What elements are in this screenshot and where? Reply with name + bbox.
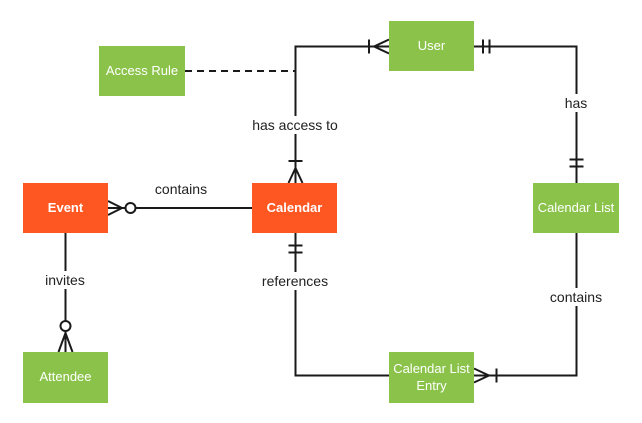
entity-calendar: Calendar (252, 183, 337, 233)
entity-event: Event (23, 183, 108, 233)
connector-user-has-calendar-list (474, 39, 584, 183)
exactly-one-bars-icon (482, 39, 491, 54)
exactly-one-bars-icon (288, 244, 303, 254)
crows-foot-many-icon (287, 167, 304, 184)
exactly-one-bars-icon (569, 158, 584, 168)
relationship-label-has: has (560, 94, 592, 112)
entity-user: User (389, 21, 474, 71)
relationship-label-contains-list: contains (545, 288, 607, 306)
crows-foot-many-icon (57, 332, 74, 353)
relationship-label-references: references (257, 272, 333, 290)
connector-line (294, 45, 389, 183)
relationship-label-contains-event: contains (150, 180, 212, 198)
connector-calendar-contains-event (107, 200, 252, 216)
zero-circle-icon (59, 320, 72, 332)
entity-attendee: Attendee (23, 352, 108, 403)
connector-line (474, 45, 578, 183)
entity-user-label: User (417, 37, 446, 53)
connector-calendar-list-contains-entry (473, 233, 578, 384)
entity-access-rule: Access Rule (99, 46, 185, 96)
crows-foot-many-icon (473, 367, 490, 384)
connector-calendar-references-entry (288, 233, 389, 377)
connector-line (294, 233, 389, 377)
entity-calendar-list: Calendar List (533, 183, 619, 233)
crows-foot-many-icon (107, 200, 123, 216)
connector-event-invites-attendee (57, 233, 74, 353)
zero-circle-icon (124, 202, 137, 214)
entity-calendar-label: Calendar (266, 199, 323, 215)
relationship-label-has-access-to: has access to (248, 116, 342, 134)
crows-foot-many-icon (373, 38, 390, 55)
connector-calendar-has-access-to-user (287, 38, 390, 184)
entity-calendar-list-label: Calendar List (537, 199, 615, 215)
connector-line (474, 233, 578, 377)
entity-access-rule-label: Access Rule (105, 62, 179, 78)
entity-calendar-list-entry-label: Calendar List Entry (393, 361, 470, 393)
entity-attendee-label: Attendee (39, 369, 92, 385)
entity-calendar-list-entry: Calendar List Entry (389, 352, 474, 403)
relationship-label-invites: invites (41, 271, 89, 289)
entity-event-label: Event (47, 199, 84, 215)
